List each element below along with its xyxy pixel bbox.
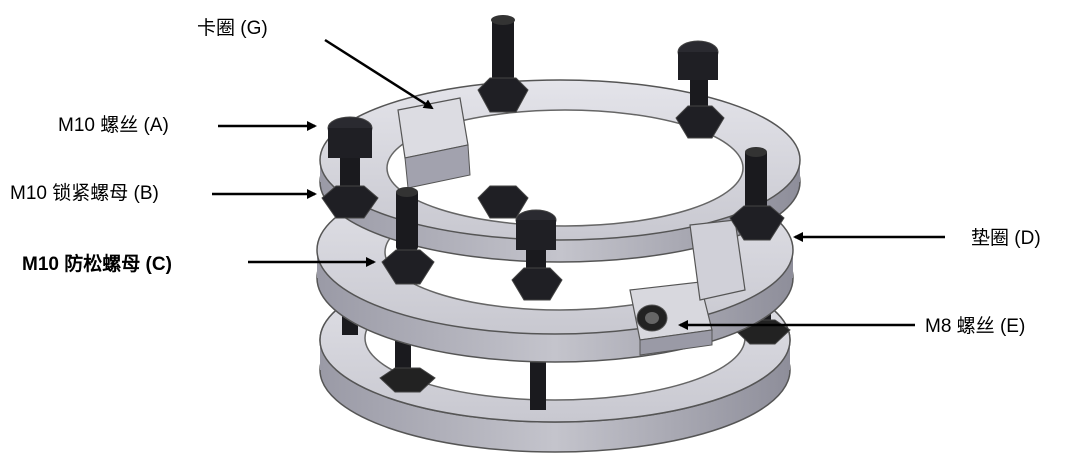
- label-clamp-ring: 卡圈 (G): [197, 18, 268, 39]
- label-m8-screw: M8 螺丝 (E): [925, 316, 1026, 337]
- callout-arrows: [212, 38, 945, 330]
- label-m10-screw: M10 螺丝 (A): [58, 115, 169, 136]
- label-m10-lock-nut: M10 锁紧螺母 (B): [10, 183, 159, 204]
- m8-screw: [636, 304, 668, 332]
- label-washer: 垫圈 (D): [971, 228, 1041, 249]
- arrow-g: [324, 38, 434, 110]
- top-bolts: [321, 15, 785, 301]
- label-m10-anti-loose-nut: M10 防松螺母 (C): [22, 254, 172, 275]
